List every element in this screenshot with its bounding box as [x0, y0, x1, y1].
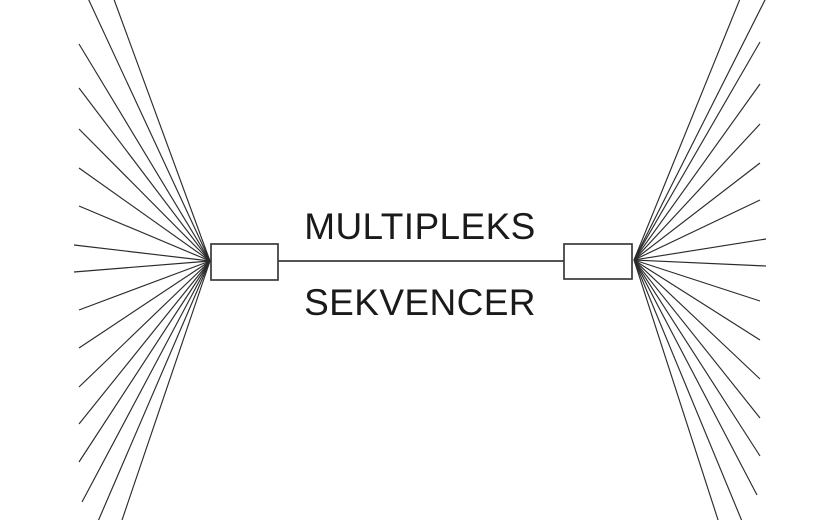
left-input-fan-line-13 [78, 260, 211, 463]
left-input-fan-line-14 [81, 260, 211, 503]
right-output-fan-line-16 [633, 259, 719, 520]
left-input-fan-line-15 [97, 260, 211, 520]
left-input-fan-line-7 [73, 244, 211, 262]
label-sekvencer: SEKVENCER [304, 282, 536, 323]
left-input-fan-line-8 [73, 260, 211, 273]
left-input-fan-line-2 [78, 43, 211, 262]
left-input-fan-line-9 [78, 260, 211, 311]
right-output-fan-line-11 [633, 259, 761, 380]
right-output-fan-line-6 [633, 199, 761, 261]
right-output-fan-line-1 [633, 0, 766, 261]
left-input-fan-line-10 [78, 260, 211, 349]
right-output-fan-line-13 [633, 259, 761, 457]
right-output-fan-line-3 [633, 83, 761, 261]
right-output-fan-line-14 [633, 259, 758, 496]
right-output-fan-line-12 [633, 259, 761, 419]
left-input-fan-line-0 [88, 0, 211, 262]
right-output-fan-line-2 [633, 41, 761, 261]
left-input-fan-line-4 [78, 128, 211, 262]
right-output-fan-line-7 [633, 238, 767, 261]
label-multipleks: MULTIPLEKS [304, 206, 536, 247]
right-output-fan-line-9 [633, 259, 761, 302]
right-output-fan-line-8 [633, 259, 767, 267]
right-output-fan-line-10 [633, 259, 761, 341]
left-input-fan-line-16 [121, 260, 211, 520]
right-output-fan-line-0 [633, 0, 741, 261]
right-output-fan-line-4 [633, 123, 761, 261]
left-input-fan-line-11 [78, 260, 211, 388]
right-output-fan [633, 0, 767, 520]
left-input-fan-line-1 [113, 0, 211, 262]
left-input-fan-line-5 [78, 167, 211, 262]
right-output-fan-line-5 [633, 162, 761, 261]
left-input-fan-line-3 [78, 87, 211, 262]
demultiplexer-box[interactable] [563, 243, 633, 280]
left-input-fan-line-12 [78, 260, 211, 425]
left-input-fan-line-6 [78, 205, 211, 262]
left-input-fan [73, 0, 211, 520]
right-output-fan-line-15 [633, 259, 743, 520]
multiplexer-box[interactable] [210, 243, 279, 281]
